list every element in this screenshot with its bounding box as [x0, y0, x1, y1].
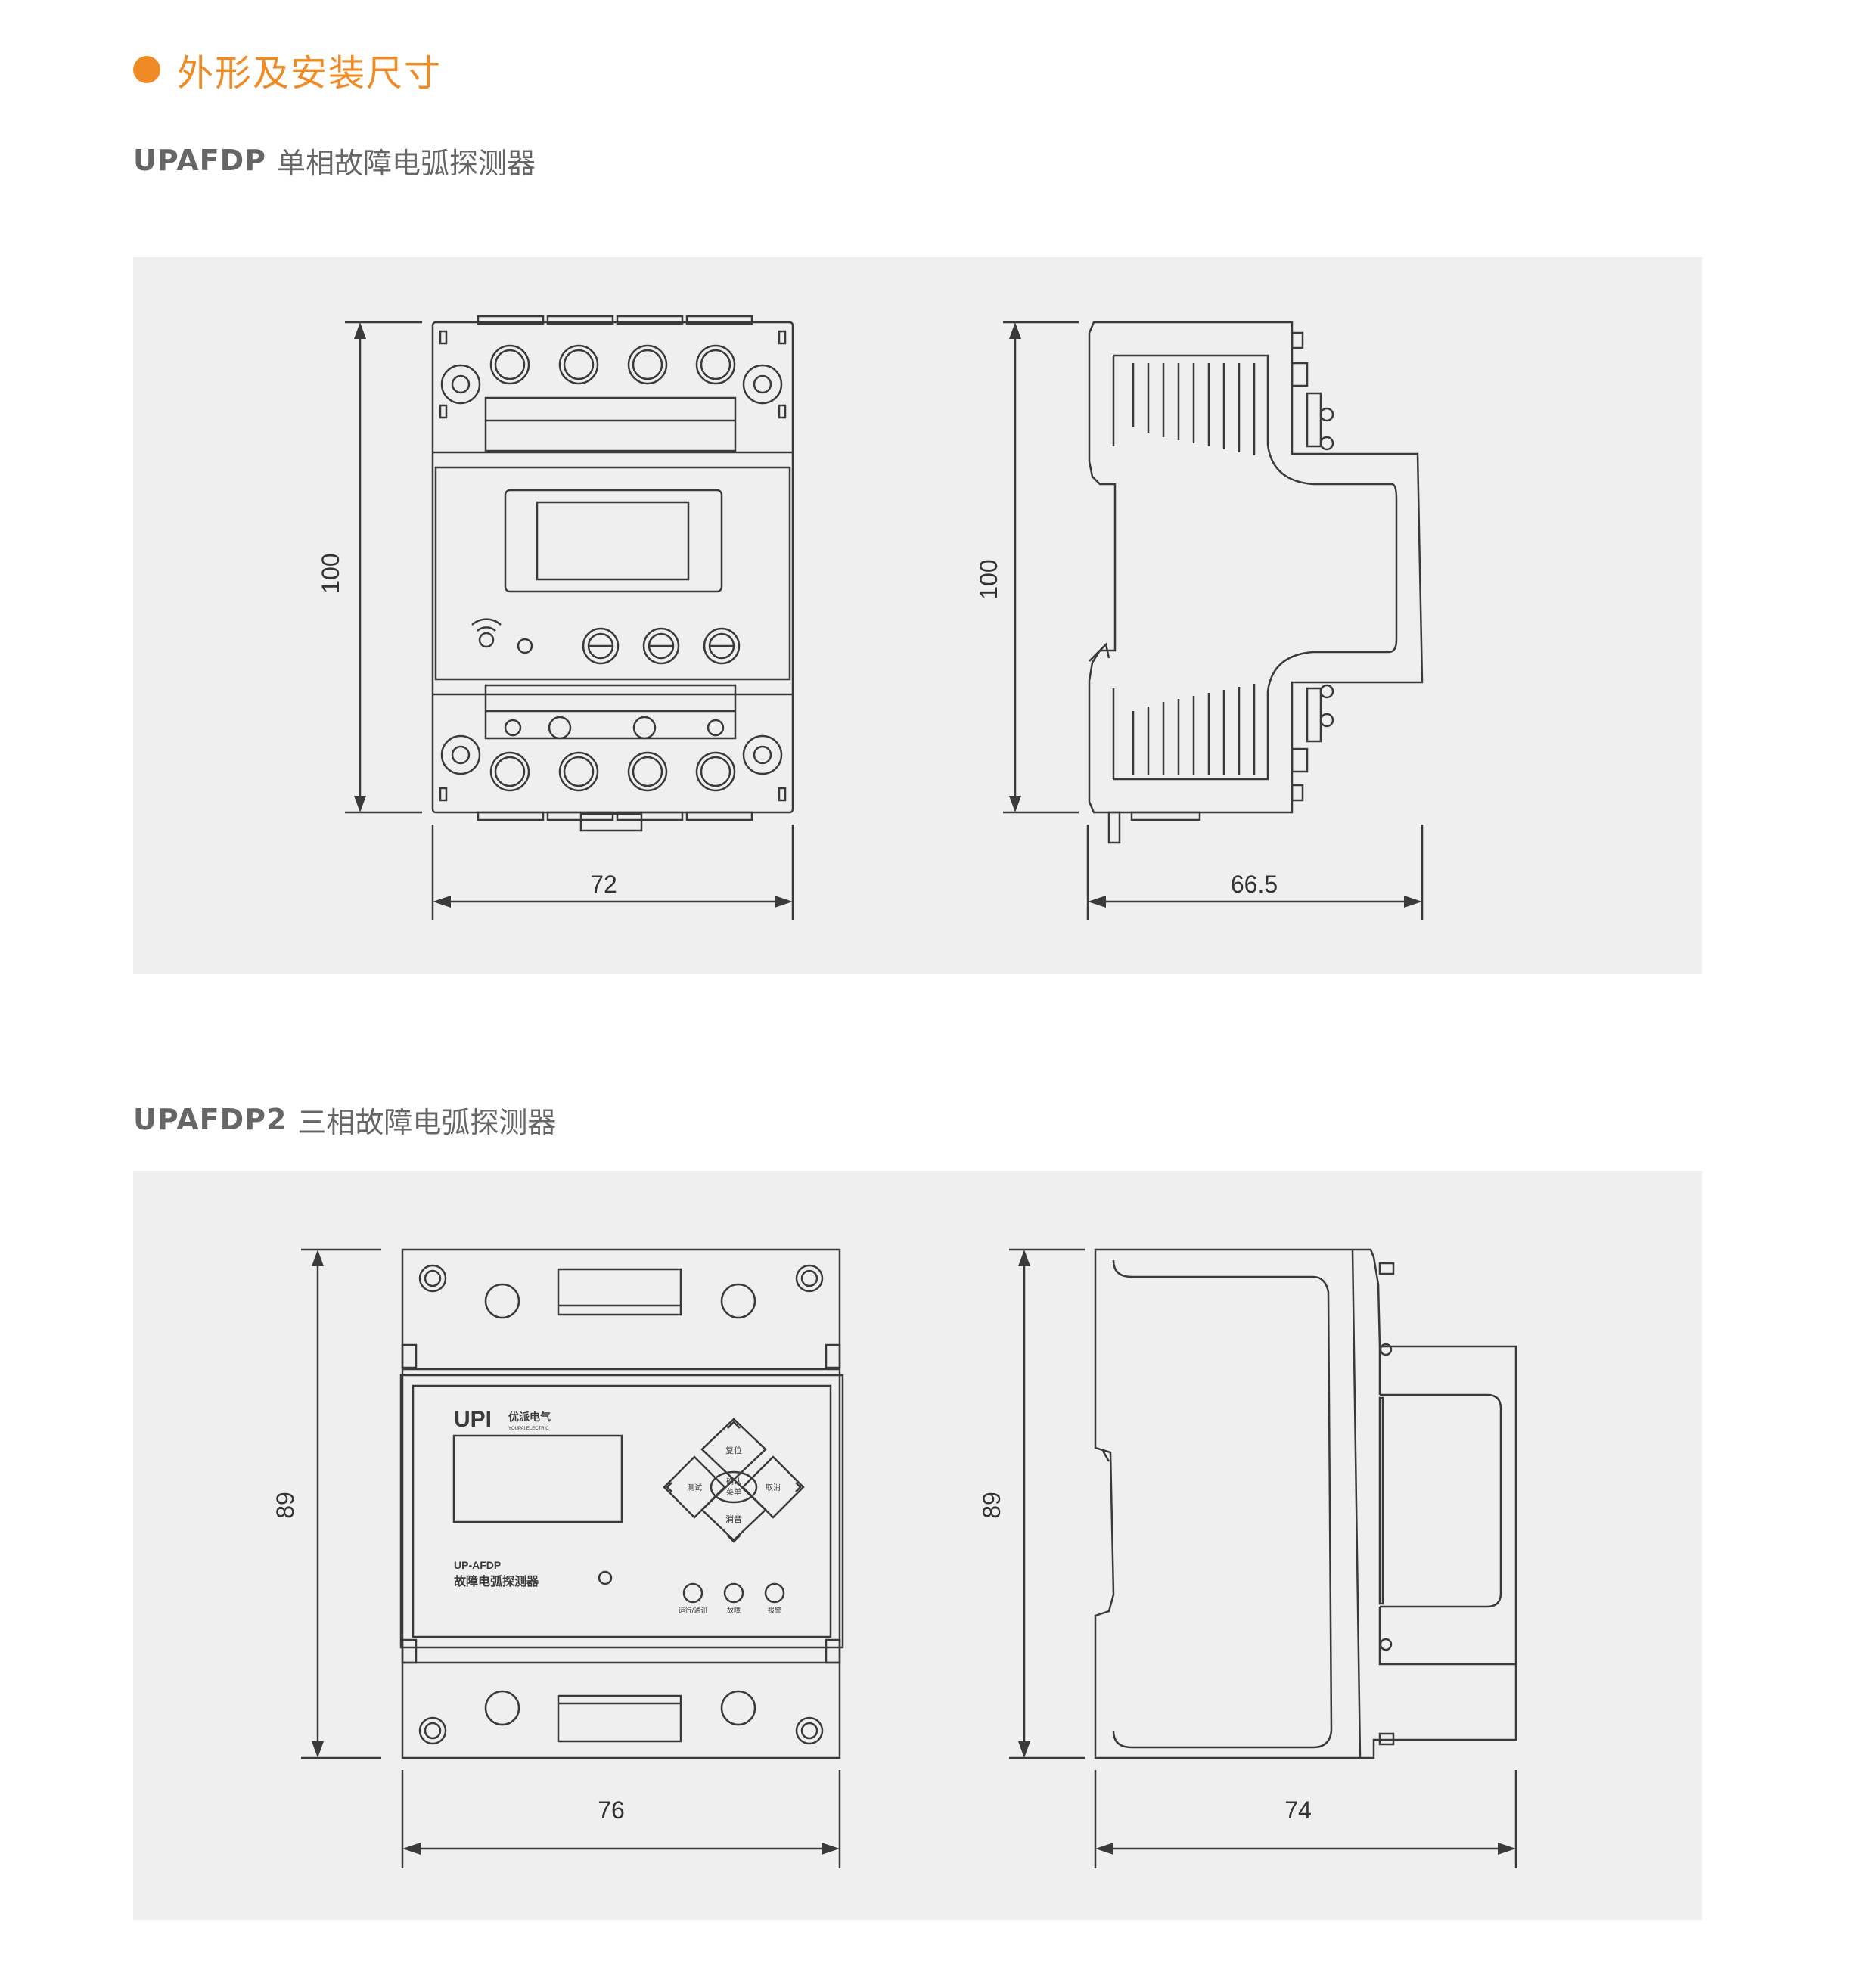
led-alarm-label: 报警	[768, 1606, 781, 1614]
side-view-outline-2	[1094, 1248, 1517, 1759]
led-fault-label: 故障	[727, 1606, 741, 1614]
front-height-dim-2: 89	[272, 1492, 299, 1519]
product-2-drawing: UPI 优派电气 YOUPAI ELECTRIC UP-AFDP 故障电弧探测器…	[272, 1248, 1517, 1868]
led-run-label: 运行/通讯	[679, 1606, 708, 1614]
device-company-name: 优派电气	[508, 1411, 551, 1423]
front-width-dim-2: 76	[598, 1797, 625, 1824]
front-dimension-lines	[345, 321, 794, 920]
orange-bullet-icon	[133, 56, 160, 83]
product-1-name: 单相故障电弧探测器	[276, 146, 536, 180]
product-2-model: UPAFDP2	[133, 1103, 287, 1136]
side-view-outline	[1088, 321, 1424, 844]
side-width-dim-2: 74	[1284, 1797, 1312, 1824]
front-width-dim: 72	[590, 871, 617, 898]
side-height-dim-2: 89	[978, 1492, 1005, 1519]
product-1-drawing-panel: 100 72 100 66.5	[133, 257, 1702, 974]
front-view-outline	[431, 315, 794, 832]
btn-mute-label: 消音	[725, 1514, 742, 1524]
side-height-dim: 100	[975, 559, 1002, 599]
btn-reset-label: 复位	[725, 1445, 742, 1455]
device-product-text: 故障电弧探测器	[454, 1574, 539, 1588]
front-dimension-lines-2	[301, 1248, 841, 1868]
btn-menu-label: 菜单	[726, 1488, 741, 1497]
btn-test-label: 测试	[687, 1483, 702, 1492]
side-dimension-lines-2	[1009, 1248, 1517, 1868]
device-model-text: UP-AFDP	[454, 1559, 501, 1571]
device-company-en: YOUPAI ELECTRIC	[508, 1427, 549, 1431]
btn-cancel-label: 取消	[766, 1483, 781, 1492]
product-1-model: UPAFDP	[133, 144, 266, 177]
device-brand-logo: UPI	[454, 1407, 492, 1432]
side-width-dim: 66.5	[1231, 871, 1278, 898]
product-1-title: UPAFDP 单相故障电弧探测器	[133, 139, 536, 182]
product-2-name: 三相故障电弧探测器	[297, 1105, 557, 1139]
section-heading: 外形及安装尺寸	[133, 39, 442, 100]
side-dimension-lines	[1003, 321, 1424, 920]
front-height-dim: 100	[317, 553, 344, 593]
btn-confirm-label: 确认	[726, 1477, 741, 1486]
product-1-drawing: 100 72 100 66.5	[317, 315, 1424, 920]
front-view-outline-2	[399, 1248, 844, 1759]
product-2-title: UPAFDP2 三相故障电弧探测器	[133, 1098, 556, 1141]
section-title: 外形及安装尺寸	[177, 52, 443, 95]
product-2-drawing-panel: UPI 优派电气 YOUPAI ELECTRIC UP-AFDP 故障电弧探测器…	[133, 1171, 1702, 1920]
